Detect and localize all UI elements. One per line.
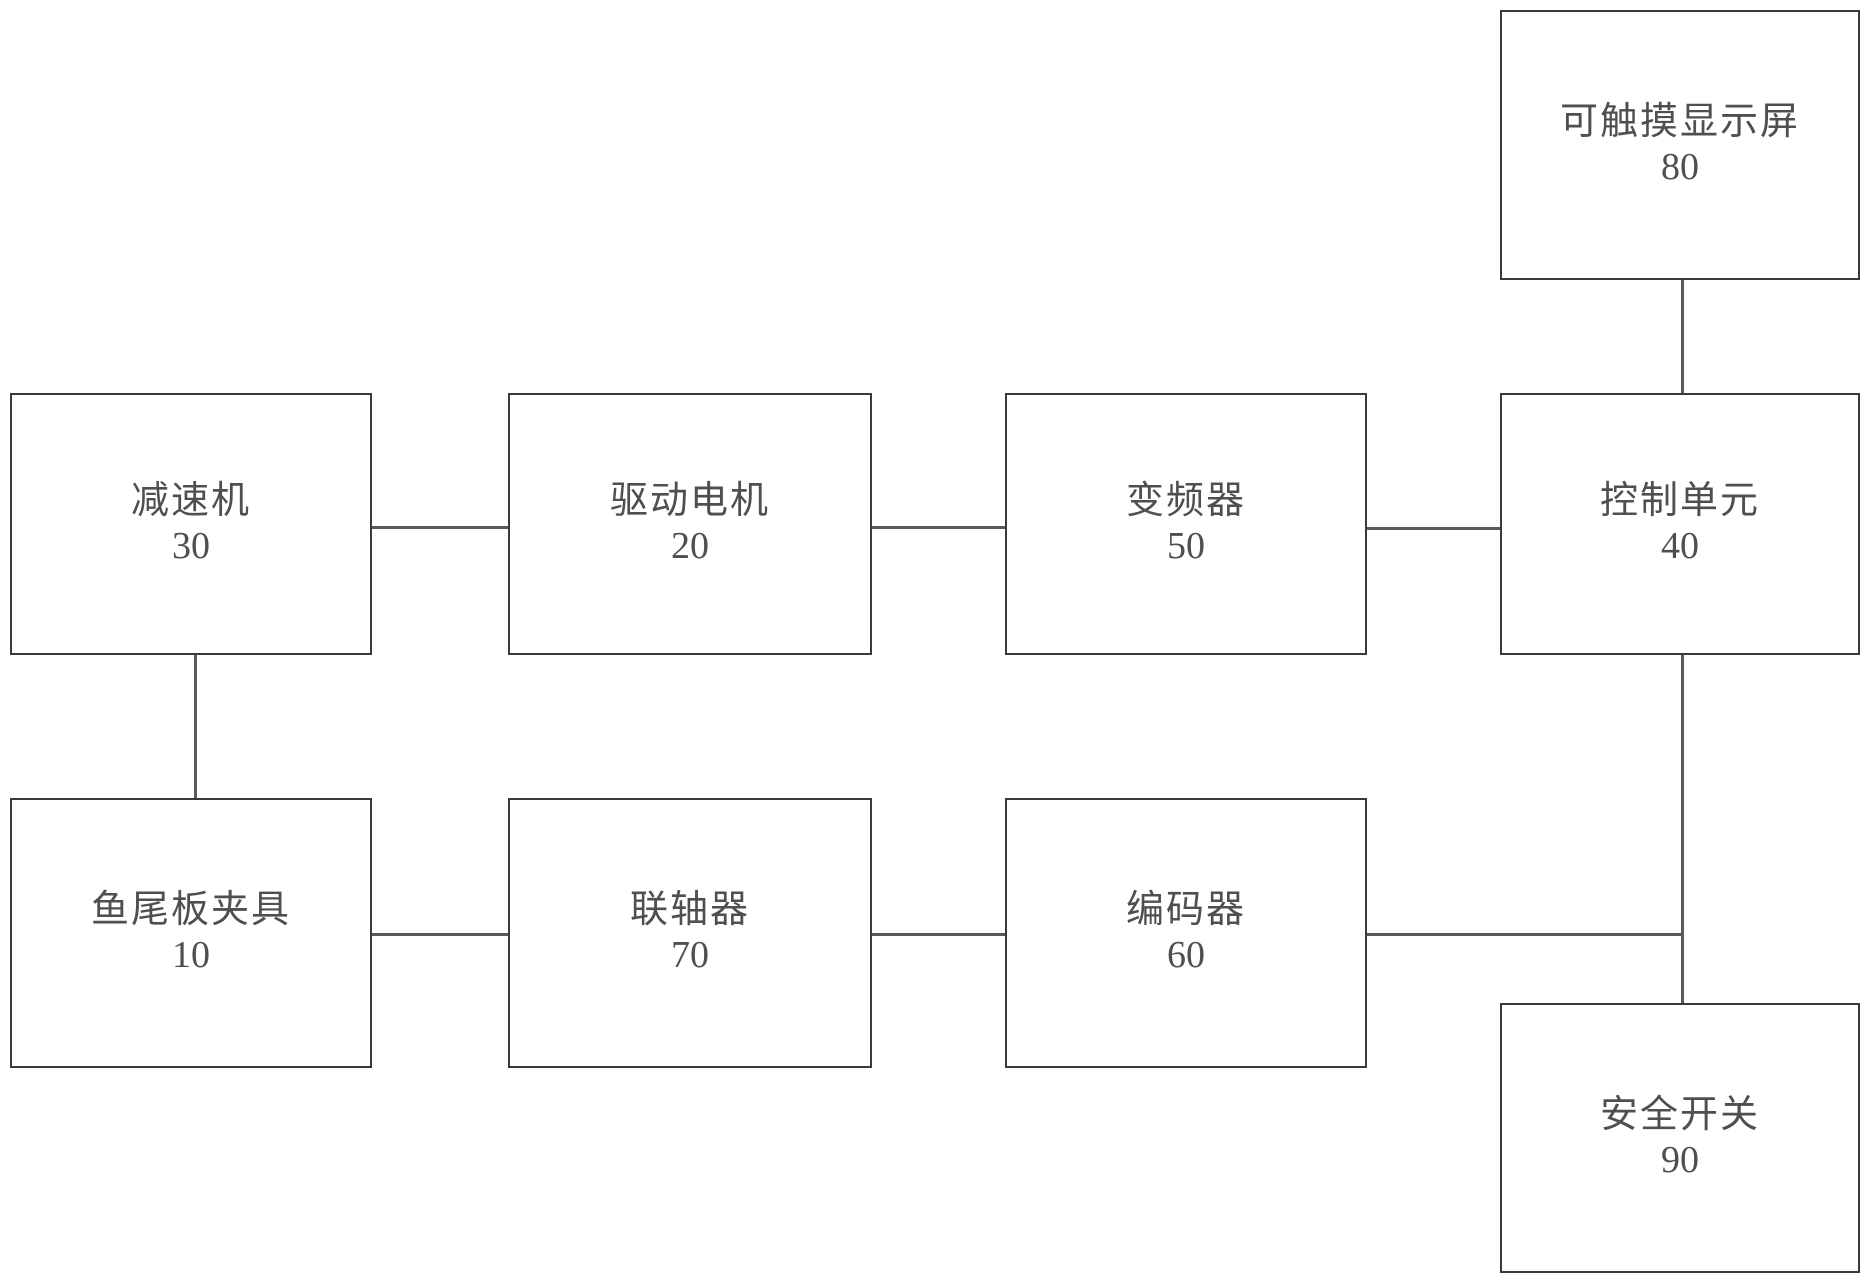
block-drive-motor[interactable]: 驱动电机 20 <box>508 393 872 655</box>
block-reference-number: 30 <box>172 525 210 567</box>
block-touch-display[interactable]: 可触摸显示屏 80 <box>1500 10 1860 280</box>
connector-fishplate-fixture-to-coupling <box>372 933 508 936</box>
connector-reducer-to-fishplate-fixture <box>194 655 197 798</box>
block-label: 联轴器 <box>629 889 750 932</box>
block-reference-number: 10 <box>172 934 210 976</box>
block-reference-number: 80 <box>1661 146 1699 188</box>
block-encoder[interactable]: 编码器 60 <box>1005 798 1367 1068</box>
block-coupling[interactable]: 联轴器 70 <box>508 798 872 1068</box>
block-label: 驱动电机 <box>609 480 770 523</box>
block-label: 变频器 <box>1125 480 1246 523</box>
block-reference-number: 60 <box>1167 934 1205 976</box>
block-reducer[interactable]: 减速机 30 <box>10 393 372 655</box>
block-label: 可触摸显示屏 <box>1559 101 1800 144</box>
block-label: 安全开关 <box>1599 1094 1760 1137</box>
connector-touch-display-to-control-unit <box>1681 280 1684 393</box>
block-reference-number: 90 <box>1661 1139 1699 1181</box>
block-label: 控制单元 <box>1599 480 1760 523</box>
block-label: 鱼尾板夹具 <box>90 889 291 932</box>
connector-frequency-converter-to-control-unit <box>1367 527 1500 530</box>
block-frequency-converter[interactable]: 变频器 50 <box>1005 393 1367 655</box>
block-reference-number: 20 <box>671 525 709 567</box>
block-control-unit[interactable]: 控制单元 40 <box>1500 393 1860 655</box>
block-reference-number: 40 <box>1661 525 1699 567</box>
block-label: 编码器 <box>1125 889 1246 932</box>
block-fishplate-fixture[interactable]: 鱼尾板夹具 10 <box>10 798 372 1068</box>
connector-coupling-to-encoder <box>872 933 1005 936</box>
block-safety-switch[interactable]: 安全开关 90 <box>1500 1003 1860 1273</box>
block-reference-number: 70 <box>671 934 709 976</box>
connector-encoder-to-control-bus <box>1367 933 1683 936</box>
block-label: 减速机 <box>130 480 251 523</box>
block-reference-number: 50 <box>1167 525 1205 567</box>
connector-drive-motor-to-frequency-converter <box>872 526 1005 529</box>
connector-control-unit-to-safety-switch <box>1681 655 1684 1003</box>
connector-reducer-to-drive-motor <box>372 526 508 529</box>
